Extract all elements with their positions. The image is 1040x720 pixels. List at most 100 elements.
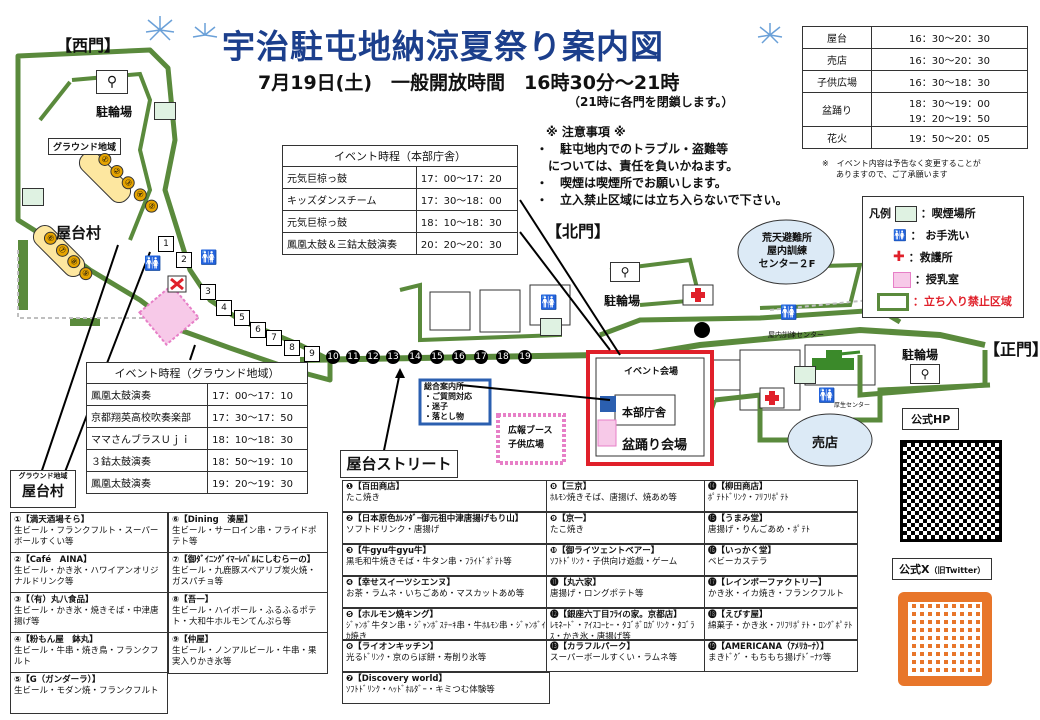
restroom-icon: 🚻: [540, 295, 558, 311]
street-number-marker: 9: [304, 346, 320, 362]
shop-desc: 黒毛和牛焼きそば・牛タン串・ﾌﾗｲﾄﾞﾎﾟﾃﾄ等: [346, 557, 512, 567]
shop-name: ④【粉もん屋 鉢丸】: [14, 635, 98, 645]
official-x-text: 公式X: [899, 563, 930, 576]
street-shop-item: ⓭【カラフルパーク】スーパーボールすくい・ラムネ等: [546, 640, 708, 672]
street-number-marker: 7: [266, 330, 282, 346]
street-shop-item: ⓯【うまみ堂】唐揚げ・りんごあめ・ﾎﾟﾃﾄ: [704, 512, 858, 544]
shop-name: ❿【御ライツェントベアー】: [550, 546, 660, 556]
schedule-label: 売店: [802, 48, 872, 71]
ground-yatai-village-box: グラウンド地域 屋台村: [10, 470, 76, 508]
shop-desc: ﾎﾙﾓﾝ焼きそば、唐揚げ、焼あめ等: [550, 493, 677, 503]
shop-desc: 唐揚げ・ロングポテト等: [550, 589, 644, 599]
shop-desc: ｼﾞｬﾝﾎﾞ牛タン串・ｼﾞｬﾝﾎﾞｽﾃｰｷ串・牛ﾎﾙﾓﾝ串・ｼﾞｬﾝﾎﾞｲｶ焼き: [346, 621, 546, 640]
shop-desc: 唐揚げ・りんごあめ・ﾎﾟﾃﾄ: [708, 525, 811, 535]
shop-name: ⓰【いっかく堂】: [708, 546, 777, 556]
shop-desc: 生ビール・ハイボール・ふるふるポテト・大和牛ホルモンてんぷら等: [172, 606, 317, 627]
shop-name: ⓫【丸六家】: [550, 578, 602, 588]
yatai-village-label: 屋台村: [56, 224, 102, 242]
smoking-area-icon: [22, 188, 44, 206]
hp-qr-code[interactable]: [900, 440, 1002, 542]
schedule-time: 16：30～18：30: [871, 70, 1028, 93]
shop-desc: まきﾄﾞｸﾞ・もちもち揚げﾄﾞｰﾅﾂ等: [708, 653, 832, 663]
street-shop-item: ⓲【えびす屋】綿菓子・かき氷・ﾌﾘﾌﾘﾎﾟﾃﾄ・ﾛﾝｸﾞﾎﾟﾃﾄ: [704, 608, 858, 640]
schedule-note-line1: ※ イベント内容は予告なく変更することが: [822, 159, 981, 168]
ground-shop-item: ④【粉もん屋 鉢丸】生ビール・牛串・焼き鳥・フランクフルト: [10, 632, 168, 674]
event-name: 鳳凰太鼓＆三鈷太鼓演奏: [282, 232, 417, 255]
official-x-note: （旧Twitter）: [929, 566, 986, 575]
smoking-area-icon: [794, 366, 816, 384]
shop-name: ⑧【吾一】: [172, 595, 214, 605]
shop-name: ❸【牛gyu牛gyu牛】: [346, 546, 432, 556]
shop-desc: 生ビール・フランクフルト・スーパーボールすくい等: [14, 526, 159, 547]
shop-desc: 光るﾄﾞﾘﾝｸ・京のらぼ餅・寿削り氷等: [346, 653, 487, 663]
note-item: ・ 立入禁止区域には立ち入らないで下さい。: [536, 193, 788, 207]
ground-shop-item: ⑦【御ﾀﾞｲﾆﾝｸﾞｲﾏｰﾚﾊﾞﾙにしむらーの】生ビール・九鹿豚スペアリブ炭火焼…: [168, 552, 328, 594]
fireworks-decoration: [145, 16, 783, 44]
shop-name: ⑤【G（ガンダーラ）】: [14, 675, 101, 685]
info-center[interactable]: 総合案内所 ・ご質問対応 ・迷子 ・落とし物: [424, 382, 472, 422]
shop-desc: ｿﾌﾄﾄﾞﾘﾝｸ・子供向け遊戯・ゲーム: [550, 557, 678, 567]
close-note: （21時に各門を閉鎖します。）: [568, 95, 734, 109]
event-time: 17：30～18：00: [415, 188, 519, 211]
event-time: 17：00～17：10: [207, 383, 308, 406]
event-time: 19：20～19：30: [207, 471, 308, 494]
shop-desc: 生ビール・牛串・焼き鳥・フランクフルト: [14, 646, 159, 667]
shop-name: ❽【三京】: [550, 482, 592, 492]
street-shop-item: ❺【ホルモン焼キング】ｼﾞｬﾝﾎﾞ牛タン串・ｼﾞｬﾝﾎﾞｽﾃｰｷ串・牛ﾎﾙﾓﾝ串…: [342, 608, 550, 640]
legend-restroom: ： お手洗い: [910, 229, 970, 242]
event-time: 20：20～20：30: [415, 232, 519, 255]
shop-name: ②【Café AINA】: [14, 555, 92, 565]
street-number-marker: 16: [452, 350, 466, 364]
shop-desc: たこ焼き: [550, 525, 585, 535]
caution-notes: ※ 注意事項 ※ ・ 駐屯地内でのトラブル・盗難等 については、責任を負いかねま…: [536, 124, 788, 209]
restroom-icon: 🚻: [818, 388, 836, 404]
shop-desc: ﾚﾓﾈｰﾄﾞ・ｱｲｽｺｰﾋｰ・ﾀｺﾞﾎﾞﾛｶﾞﾘﾝｸ・ﾀｺﾞﾗｽ・かき氷・唐揚げ…: [550, 621, 695, 640]
shop-desc: 生ビール・九鹿豚スペアリブ炭火焼・ガスパチョ等: [172, 566, 316, 587]
event-time: 18：10～18：30: [415, 210, 519, 233]
smoking-area-icon: [154, 102, 176, 120]
event-name: キッズダンスチーム: [282, 188, 417, 211]
shop-name: ⑥【Dining 湊屋】: [172, 515, 253, 525]
street-number-marker: 10: [326, 350, 340, 364]
street-number-marker: 6: [250, 322, 266, 338]
x-qr-code[interactable]: [898, 592, 992, 686]
info-line: ・ご質問対応: [424, 392, 472, 401]
main-gate: 【正門】: [984, 340, 1040, 359]
event-name: 鳳凰太鼓演奏: [85, 383, 209, 406]
shop-desc: ベビーカステラ: [708, 557, 768, 567]
shop-name: ①【満天酒場そら】: [14, 515, 90, 525]
ground-shop-item: ⑥【Dining 湊屋】生ビール・サーロイン串・フライドポテト等: [168, 512, 328, 554]
schedule-note-line2: ありますので、ご了承願います: [836, 170, 948, 179]
street-number-marker: 15: [430, 350, 444, 364]
legend-nursing: ：授乳室: [914, 273, 959, 286]
shop-desc: 生ビール・サーロイン串・フライドポテト等: [172, 526, 317, 547]
event-time: 18：50～19：10: [207, 449, 308, 472]
street-shop-item: ❼【Discovery world】ｿﾌﾄﾄﾞﾘﾝｸ・ﾍｯﾄﾞﾎﾙﾀﾞｰ・キミつ…: [342, 672, 550, 704]
restroom-icon: 🚻: [200, 250, 218, 266]
ground-shop-item: ⑤【G（ガンダーラ）】生ビール・モダン焼・フランクフルト: [10, 672, 168, 714]
legend-smoking: ：喫煙場所: [920, 207, 976, 220]
schedule-time-1: 18：30～19：00: [909, 98, 990, 110]
shop-name: ❷【日本原色ｶﾚﾝﾀﾞｰ御元祖中津唐揚げもり山】: [346, 514, 524, 524]
shop-name: ⓯【うまみ堂】: [708, 514, 768, 524]
event-name: 元気巨椋っ鼓: [282, 166, 417, 189]
hq-label: 本部庁舎: [622, 406, 666, 419]
ground-shop-item: ②【Café AINA】生ビール・かき氷・ハワイアンオリジナルドリンク等: [10, 552, 168, 594]
street-shop-item: ❽【三京】ﾎﾙﾓﾝ焼きそば、唐揚げ、焼あめ等: [546, 480, 708, 512]
shop-name: ⓲【えびす屋】: [708, 610, 768, 620]
legend-restricted: ：立ち入り禁止区域: [912, 295, 1012, 308]
shop-desc: かき氷・イカ焼き・フランクフルト: [708, 589, 845, 599]
yatai-street-label: 屋台ストリート: [340, 450, 458, 478]
event-name: 鳳凰太鼓演奏: [85, 471, 209, 494]
restroom-icon: 🚻: [780, 305, 798, 321]
shop-name: ❼【Discovery world】: [346, 674, 447, 684]
event-venue-label: イベント会場: [624, 367, 679, 377]
event-time: 17：30～17：50: [207, 405, 308, 428]
street-shop-item: ❹【幸せスイーツシエンヌ】お茶・ラムネ・いちごあめ・マスカットあめ等: [342, 576, 550, 608]
schedule-note: ※ イベント内容は予告なく変更することが ありますので、ご了承願います: [822, 158, 981, 180]
bicycle-parking-north: 駐輪場: [604, 294, 641, 308]
bicycle-parking-west: 駐輪場: [96, 105, 133, 119]
shop-name: ⓮【柳田商店】: [708, 482, 768, 492]
